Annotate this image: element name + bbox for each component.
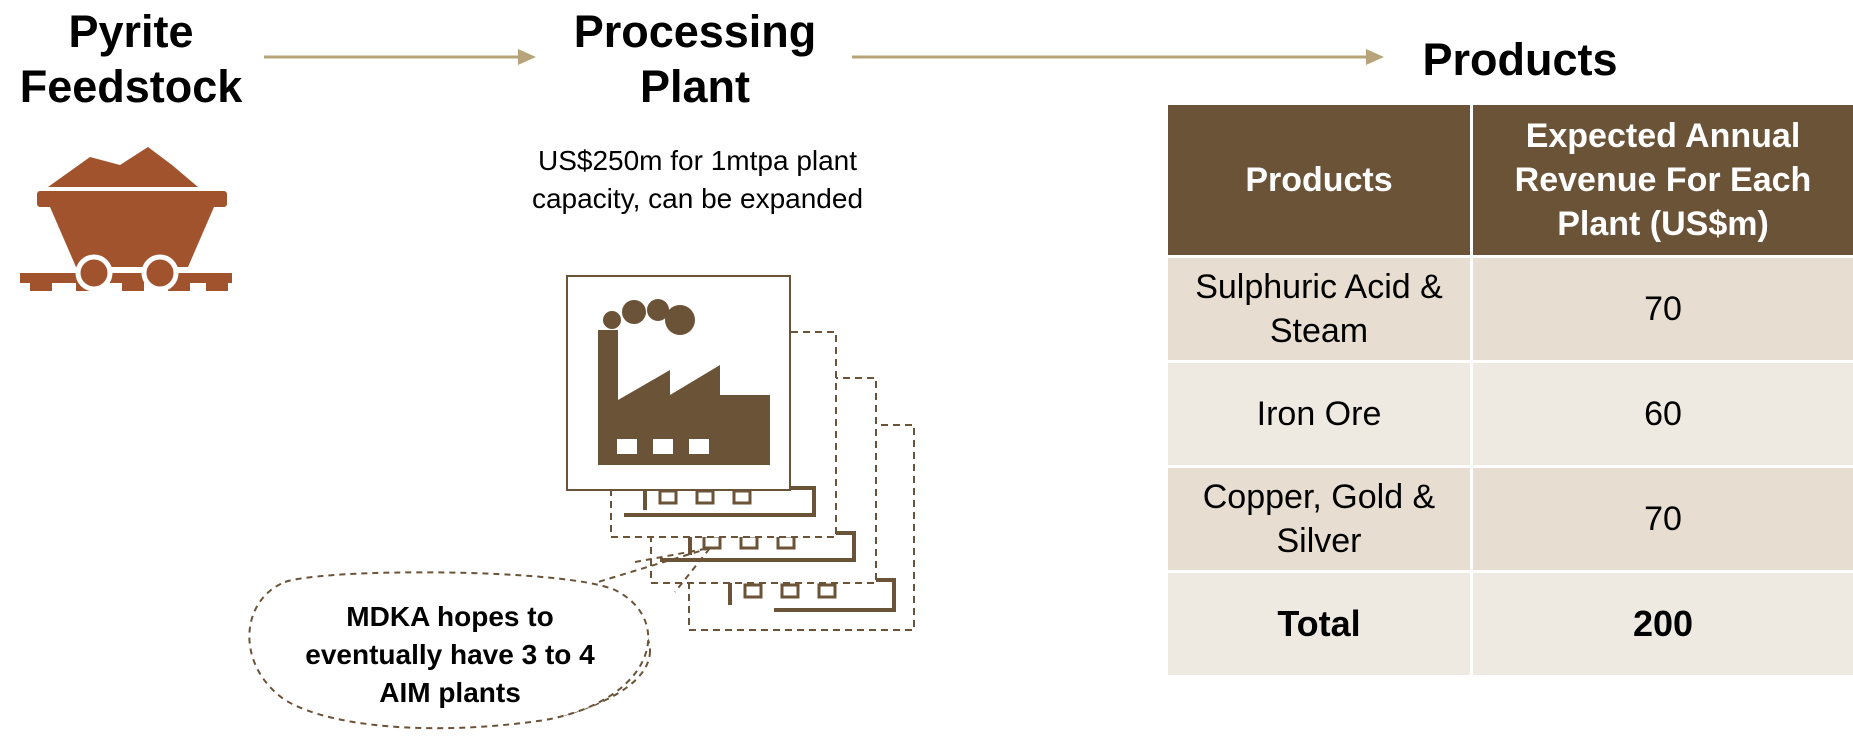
revenue-cell: 70 bbox=[1472, 467, 1853, 572]
table-total-row: Total 200 bbox=[1167, 572, 1853, 677]
feedstock-title: Pyrite Feedstock bbox=[0, 4, 262, 114]
table-row: Copper, Gold & Silver 70 bbox=[1167, 467, 1853, 572]
product-cell: Copper, Gold & Silver bbox=[1167, 467, 1472, 572]
arrow-feedstock-to-plant bbox=[262, 45, 542, 69]
product-cell: Iron Ore bbox=[1167, 362, 1472, 467]
mine-cart-icon bbox=[20, 145, 232, 310]
products-title: Products bbox=[1395, 32, 1645, 87]
revenue-cell: 60 bbox=[1472, 362, 1853, 467]
total-label: Total bbox=[1167, 572, 1472, 677]
table-header-row: Products Expected Annual Revenue For Eac… bbox=[1167, 104, 1853, 257]
feedstock-title-line2: Feedstock bbox=[0, 59, 262, 114]
plant-title: Processing Plant bbox=[540, 4, 850, 114]
total-revenue: 200 bbox=[1472, 572, 1853, 677]
revenue-cell: 70 bbox=[1472, 257, 1853, 362]
plant-title-line1: Processing bbox=[540, 4, 850, 59]
products-title-text: Products bbox=[1395, 32, 1645, 87]
plant-title-line2: Plant bbox=[540, 59, 850, 114]
plant-cost-note: US$250m for 1mtpa plant capacity, can be… bbox=[530, 142, 865, 218]
header-revenue: Expected Annual Revenue For Each Plant (… bbox=[1472, 104, 1853, 257]
product-cell: Sulphuric Acid & Steam bbox=[1167, 257, 1472, 362]
table-row: Iron Ore 60 bbox=[1167, 362, 1853, 467]
callout-text: MDKA hopes to eventually have 3 to 4 AIM… bbox=[290, 598, 610, 712]
table-row: Sulphuric Acid & Steam 70 bbox=[1167, 257, 1853, 362]
products-revenue-table: Products Expected Annual Revenue For Eac… bbox=[1165, 102, 1853, 678]
feedstock-title-line1: Pyrite bbox=[0, 4, 262, 59]
arrow-plant-to-products bbox=[850, 45, 1390, 69]
header-products: Products bbox=[1167, 104, 1472, 257]
